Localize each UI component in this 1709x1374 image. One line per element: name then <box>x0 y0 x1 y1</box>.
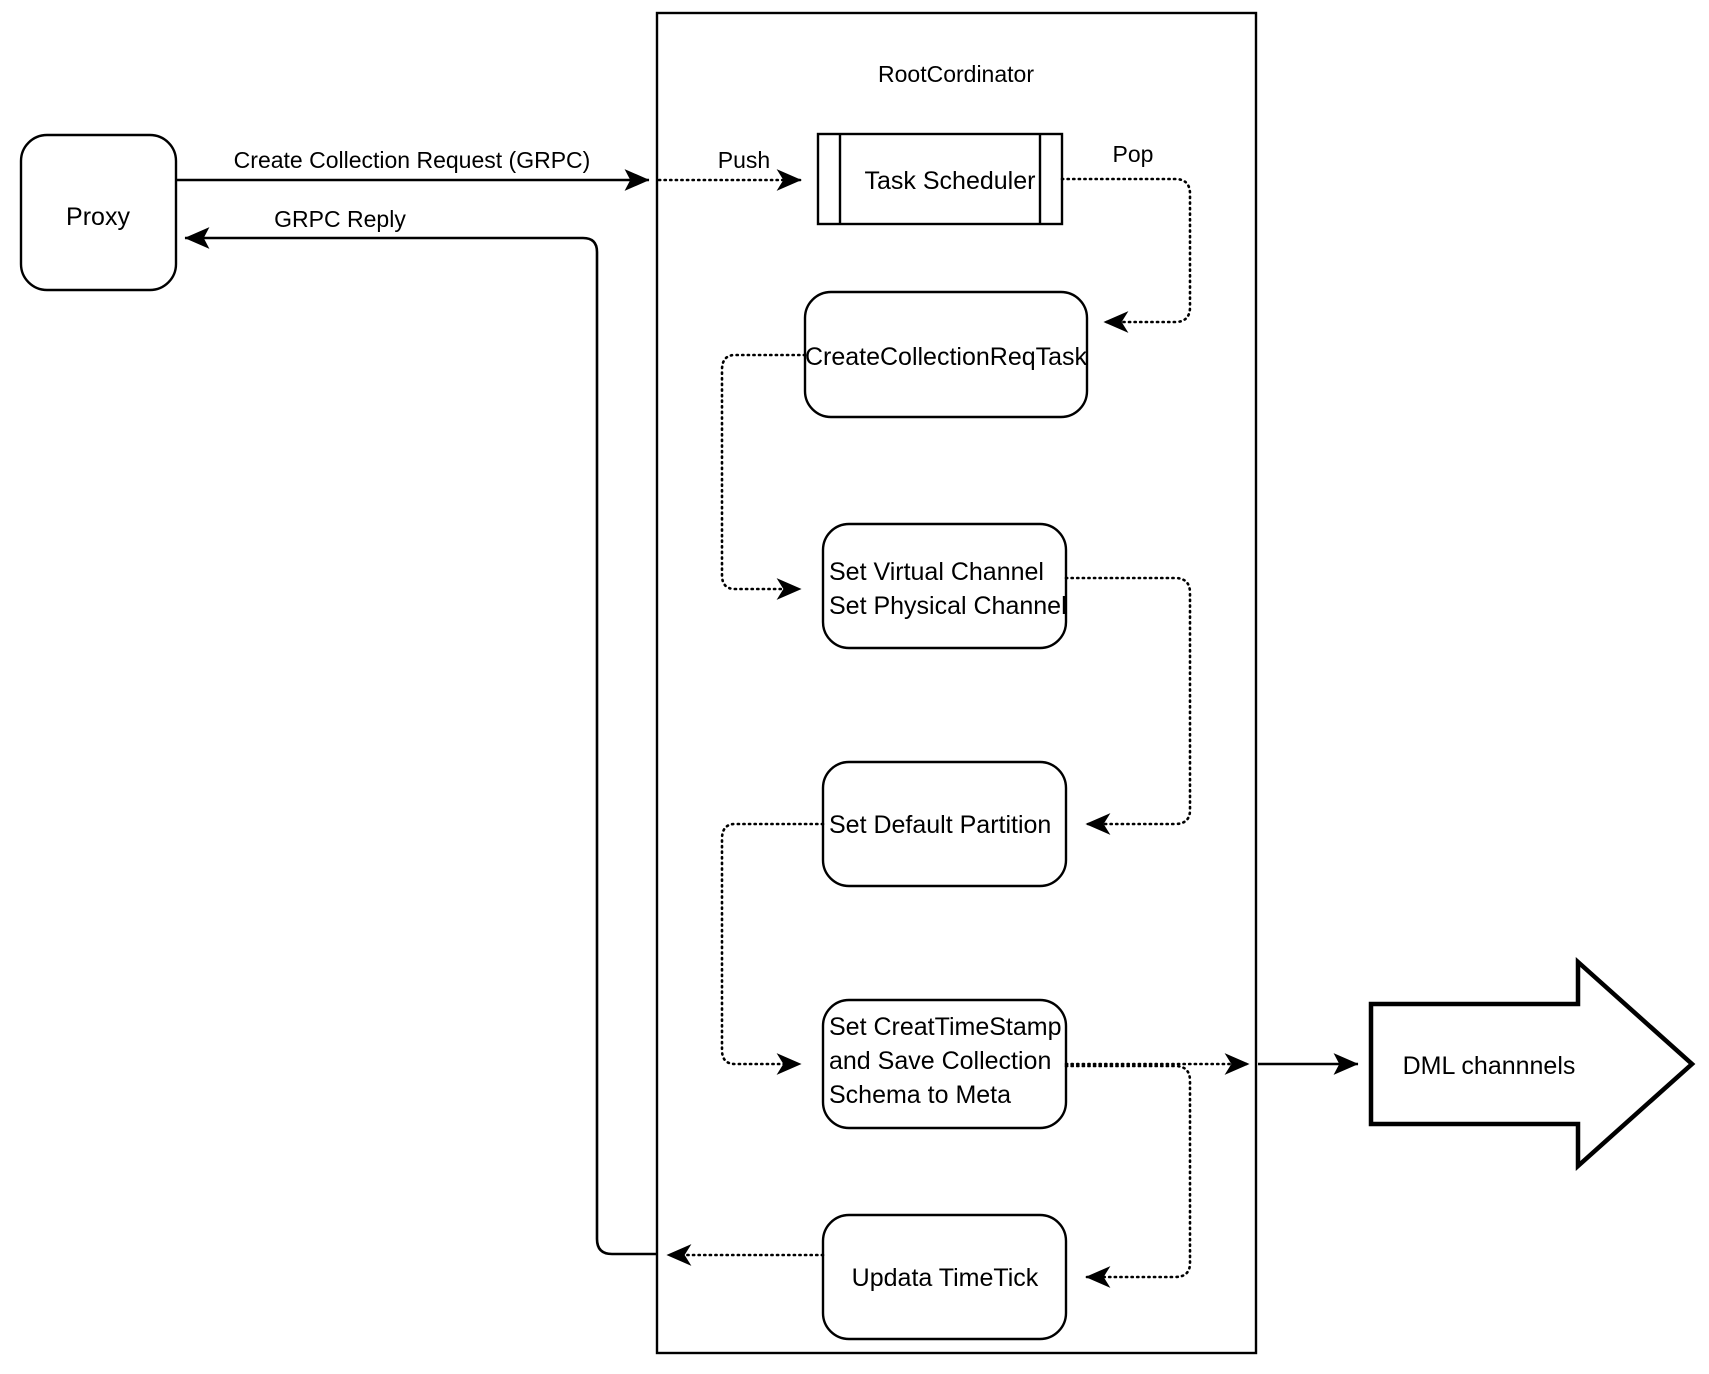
node-task-scheduler-label: Task Scheduler <box>865 167 1036 195</box>
edge-grpc-reply-label: GRPC Reply <box>274 206 406 232</box>
node-proxy[interactable] <box>19 133 178 292</box>
edge-channel-to-partition <box>1064 576 1192 835</box>
container-rootcordinator <box>655 11 1258 1355</box>
node-dml-channels[interactable] <box>1368 956 1696 1172</box>
node-update-timetick[interactable] <box>821 1213 1068 1341</box>
edge-partition-to-timestamp <box>720 822 825 1075</box>
edge-grpc-reply <box>184 227 657 1256</box>
container-rootcordinator-label: RootCordinator <box>878 61 1034 87</box>
edge-pop-label: Pop <box>1113 141 1154 167</box>
edge-task-to-channel <box>720 353 807 600</box>
edge-create-collection-request-label: Create Collection Request (GRPC) <box>234 147 591 173</box>
node-update-timetick-label: Updata TimeTick <box>852 1264 1039 1292</box>
node-set-createtimestamp-label-line-3: Schema to Meta <box>829 1081 1011 1109</box>
edge-pop <box>1060 177 1192 333</box>
node-dml-channels-label: DML channnels <box>1403 1052 1576 1080</box>
edge-push-label: Push <box>718 147 770 173</box>
node-set-createtimestamp-label-line-2: and Save Collection <box>829 1047 1051 1075</box>
edge-timestamp-to-timetick <box>1064 1064 1192 1288</box>
node-set-default-partition-label: Set Default Partition <box>829 811 1051 839</box>
node-proxy-label: Proxy <box>66 203 130 231</box>
node-set-channel-label-line-2: Set Physical Channel <box>829 592 1067 620</box>
node-set-channel[interactable] <box>821 522 1068 650</box>
node-set-channel-label-line-1: Set Virtual Channel <box>829 558 1044 586</box>
node-set-createtimestamp-label-line-1: Set CreatTimeStamp <box>829 1013 1061 1041</box>
node-create-collection-req-task-label: CreateCollectionReqTask <box>805 343 1088 371</box>
